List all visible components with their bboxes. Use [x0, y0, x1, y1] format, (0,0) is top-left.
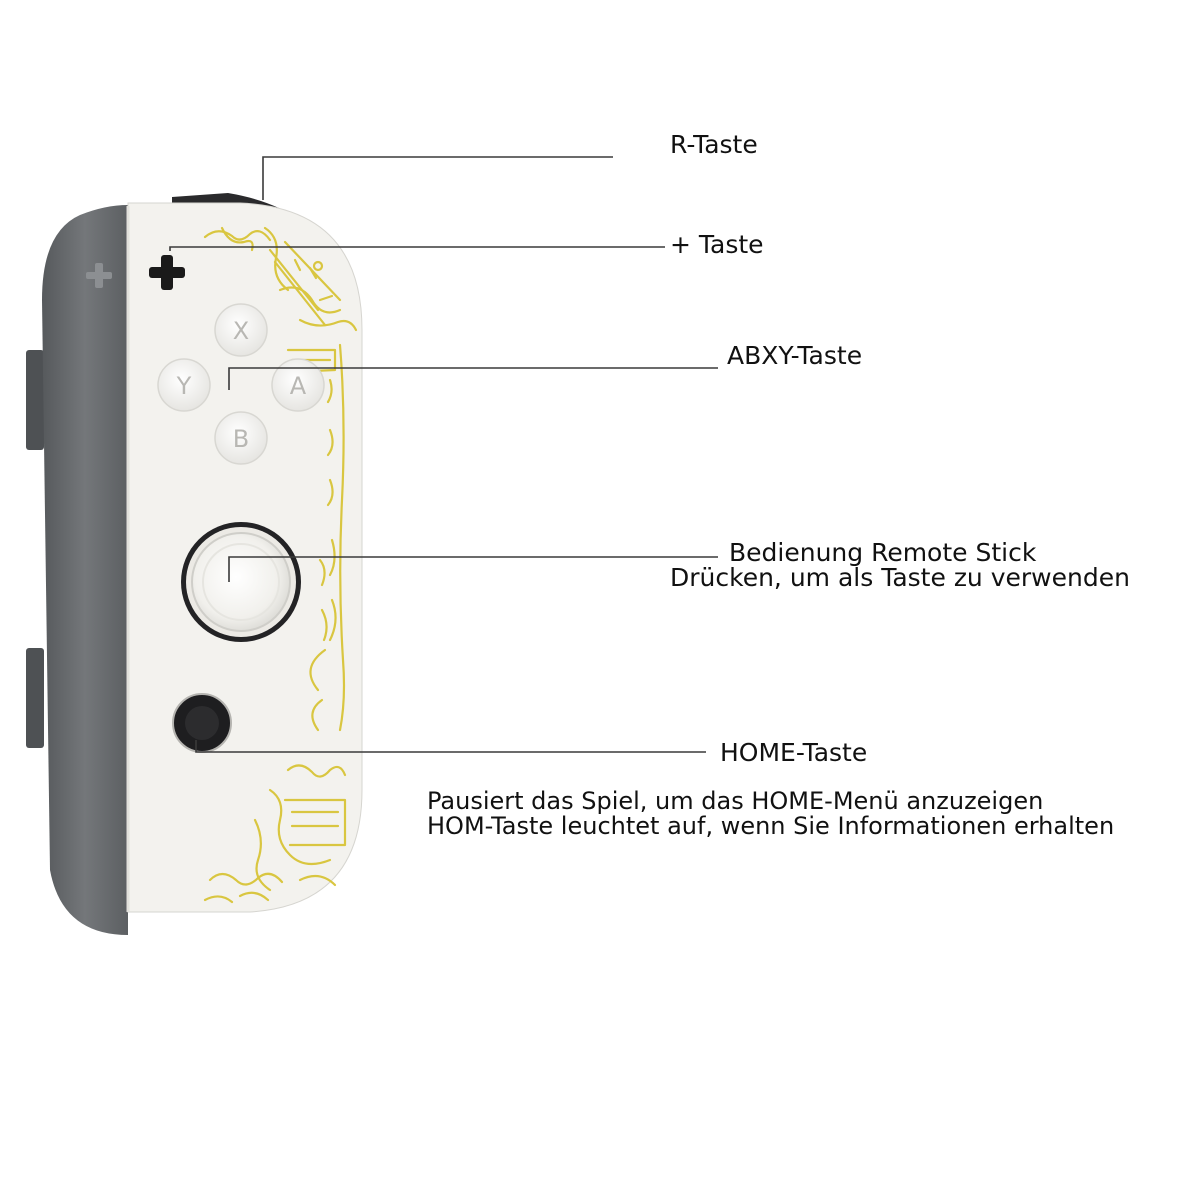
stick-description-label: Drücken, um als Taste zu verwenden — [670, 563, 1130, 592]
plus-button-leader — [169, 246, 665, 251]
button-x: X — [214, 303, 268, 357]
home-leader — [195, 740, 706, 753]
button-y: Y — [157, 358, 211, 412]
stick-leader — [228, 556, 718, 582]
home-description-line1: Pausiert das Spiel, um das HOME-Menü anz… — [427, 787, 1044, 815]
abxy-leader — [228, 367, 718, 390]
button-b: B — [214, 411, 268, 465]
svg-text:Y: Y — [176, 372, 192, 400]
sr-button — [26, 648, 44, 748]
controller-rail — [42, 205, 128, 935]
svg-text:X: X — [233, 317, 249, 345]
rail-plus-icon — [86, 263, 112, 288]
analog-stick — [181, 522, 301, 642]
leader-lines — [169, 156, 718, 753]
plus-button-icon — [149, 255, 185, 290]
home-button-label: HOME-Taste — [720, 738, 868, 767]
ornament-decoration — [203, 226, 358, 904]
svg-text:A: A — [290, 372, 307, 400]
abxy-buttons-label: ABXY-Taste — [727, 341, 863, 370]
button-a: A — [271, 358, 325, 412]
plus-button-label: + Taste — [670, 230, 764, 259]
r-button-leader — [262, 156, 613, 200]
home-button — [172, 693, 232, 753]
home-description-line2: HOM-Taste leuchtet auf, wenn Sie Informa… — [427, 812, 1115, 840]
stick-title-label: Bedienung Remote Stick — [729, 538, 1037, 567]
sl-button — [26, 350, 44, 450]
r-button-label: R-Taste — [670, 130, 758, 159]
svg-text:B: B — [233, 425, 249, 453]
